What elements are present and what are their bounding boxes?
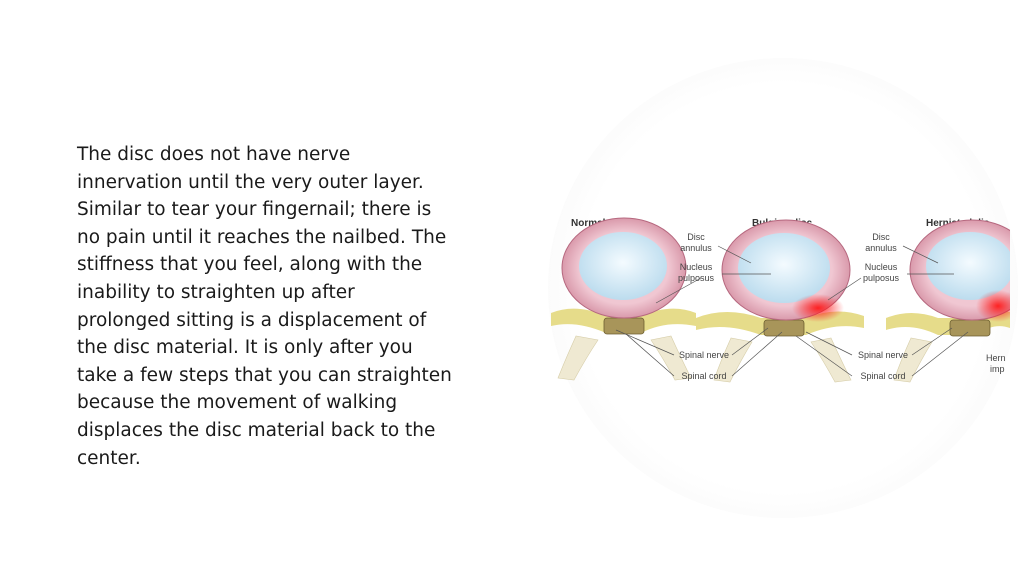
disc-comparison-diagram: Normal disc Bulging disc Herniated dis bbox=[551, 217, 1010, 383]
label-disc-annulus-h2: annulus bbox=[865, 243, 897, 253]
figure-area: Normal disc Bulging disc Herniated dis bbox=[540, 58, 1024, 518]
bulging-disc-labels: Disc annulus Nucleus pulposus Spinal ner… bbox=[615, 232, 783, 381]
normal-disc-illustration bbox=[551, 217, 696, 381]
label-spinal-nerve-h: Spinal nerve bbox=[858, 350, 908, 360]
label-nucleus-pulposus-h1: Nucleus bbox=[865, 262, 898, 272]
herniated-disc-labels: Disc annulus Nucleus pulposus Spinal ner… bbox=[795, 232, 1006, 381]
herniated-disc-illustration bbox=[886, 219, 1010, 383]
label-herniated-cutoff-2: imp bbox=[990, 364, 1005, 374]
label-spinal-nerve: Spinal nerve bbox=[679, 350, 729, 360]
bulging-disc-illustration bbox=[696, 219, 864, 383]
label-herniated-cutoff-1: Hern bbox=[986, 353, 1006, 363]
body-text: The disc does not have nerve innervation… bbox=[77, 144, 452, 469]
label-nucleus-pulposus-1: Nucleus bbox=[680, 262, 713, 272]
label-disc-annulus-2: annulus bbox=[680, 243, 712, 253]
label-disc-annulus-1: Disc bbox=[687, 232, 705, 242]
label-spinal-cord: Spinal cord bbox=[681, 371, 726, 381]
label-nucleus-pulposus-2: pulposus bbox=[678, 273, 715, 283]
label-nucleus-pulposus-h2: pulposus bbox=[863, 273, 900, 283]
label-spinal-cord-h: Spinal cord bbox=[860, 371, 905, 381]
label-disc-annulus-h1: Disc bbox=[872, 232, 890, 242]
